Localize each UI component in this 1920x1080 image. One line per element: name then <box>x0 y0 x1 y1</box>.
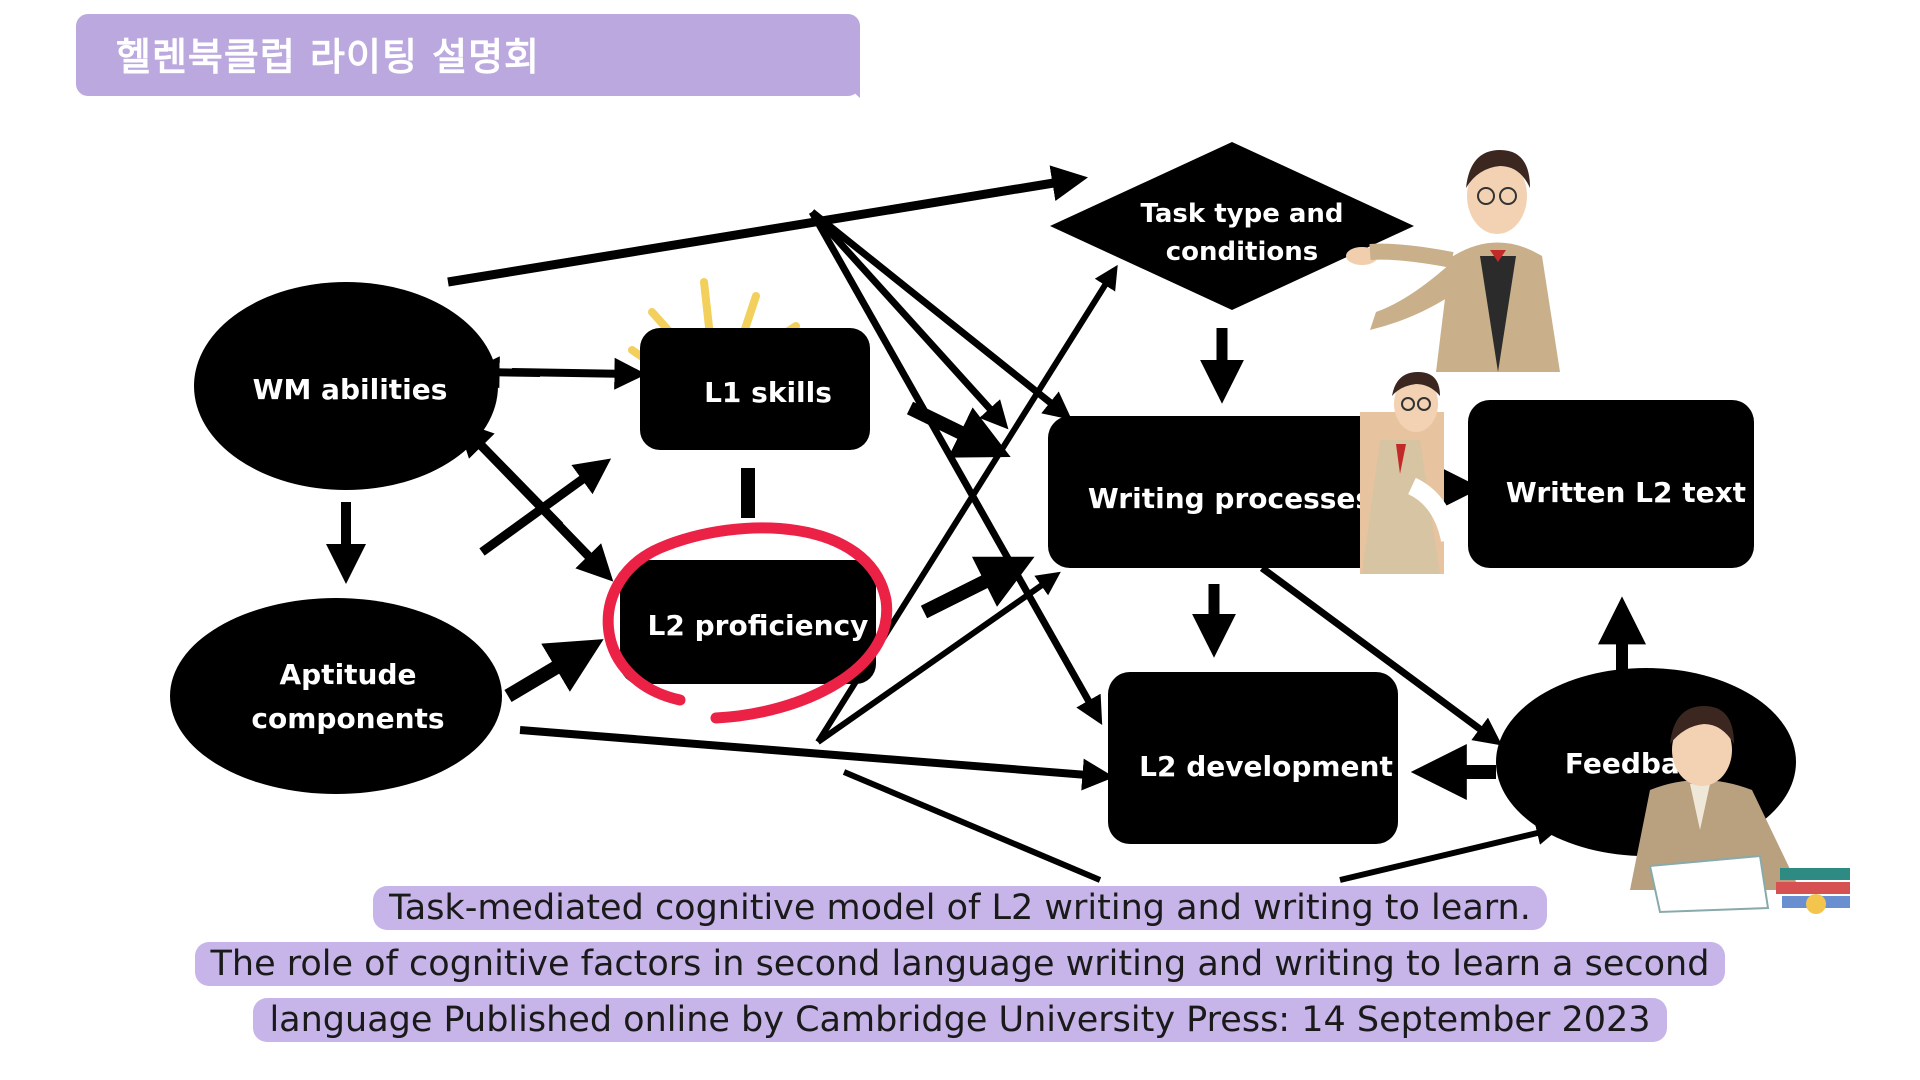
node-task-type <box>1050 142 1414 310</box>
caption-line-2: The role of cognitive factors in second … <box>0 942 1920 986</box>
highlight-circle <box>602 522 893 724</box>
arrow-l1-writing <box>906 401 1011 458</box>
arrow-fan-writing <box>809 209 1072 420</box>
caption-line-3: language Published online by Cambridge U… <box>0 998 1920 1042</box>
arrow-writing-feedback <box>1259 565 1503 746</box>
arrow-fan-mid <box>809 209 1009 430</box>
node-writing-processes <box>1048 416 1384 568</box>
node-written-l2-text-label: Written L2 text <box>1506 476 1746 509</box>
node-aptitude <box>170 598 502 794</box>
node-wm-abilities <box>194 282 498 490</box>
header-badge-tail <box>838 78 860 98</box>
header-badge <box>76 14 860 96</box>
header-title: 헬렌북클럽 라이팅 설명회 <box>116 35 541 79</box>
node-writing-processes-label: Writing processes <box>1088 482 1372 515</box>
teacher-pointing-icon <box>1346 150 1560 372</box>
node-l2-proficiency-label: L2 proficiency <box>648 609 869 642</box>
teacher-reading-icon <box>1630 706 1850 914</box>
node-task-type-label-1: Task type and <box>1140 199 1343 229</box>
arrow-aptitude-l2dev <box>519 726 1115 791</box>
arrow-l2-writing <box>920 556 1035 619</box>
node-task-type-label-2: conditions <box>1166 237 1319 267</box>
caption-line-1-text: Task-mediated cognitive model of L2 writ… <box>373 886 1547 930</box>
arrow-up-writing <box>816 571 1061 745</box>
arrow-cross-l2-wm <box>456 420 564 530</box>
arrow-top-to-task <box>447 165 1088 287</box>
caption-line-2-text: The role of cognitive factors in second … <box>194 942 1726 986</box>
arrow-fan-l2dev <box>808 210 1103 725</box>
arrow-cross-up <box>479 458 612 556</box>
node-aptitude-label-1: Aptitude <box>279 658 416 691</box>
caption-line-1: Task-mediated cognitive model of L2 writ… <box>0 886 1920 930</box>
teacher-peeking-icon <box>1360 372 1459 574</box>
node-l1-skills <box>640 328 870 450</box>
arrow-bottom-feedback <box>842 769 1102 883</box>
node-l1-skills-label: L1 skills <box>704 376 832 409</box>
caption-line-3-text: language Published online by Cambridge U… <box>253 998 1667 1042</box>
node-l2-development <box>1108 672 1398 844</box>
node-wm-abilities-label: WM abilities <box>253 373 448 406</box>
node-l2-development-label: L2 development <box>1139 750 1393 783</box>
node-aptitude-label-2: components <box>251 702 444 735</box>
node-l2-proficiency <box>620 560 876 684</box>
arrow-bottom-feedback-2 <box>1339 821 1561 883</box>
node-written-l2-text <box>1468 400 1754 568</box>
arrow-aptitude-l2 <box>504 639 604 703</box>
